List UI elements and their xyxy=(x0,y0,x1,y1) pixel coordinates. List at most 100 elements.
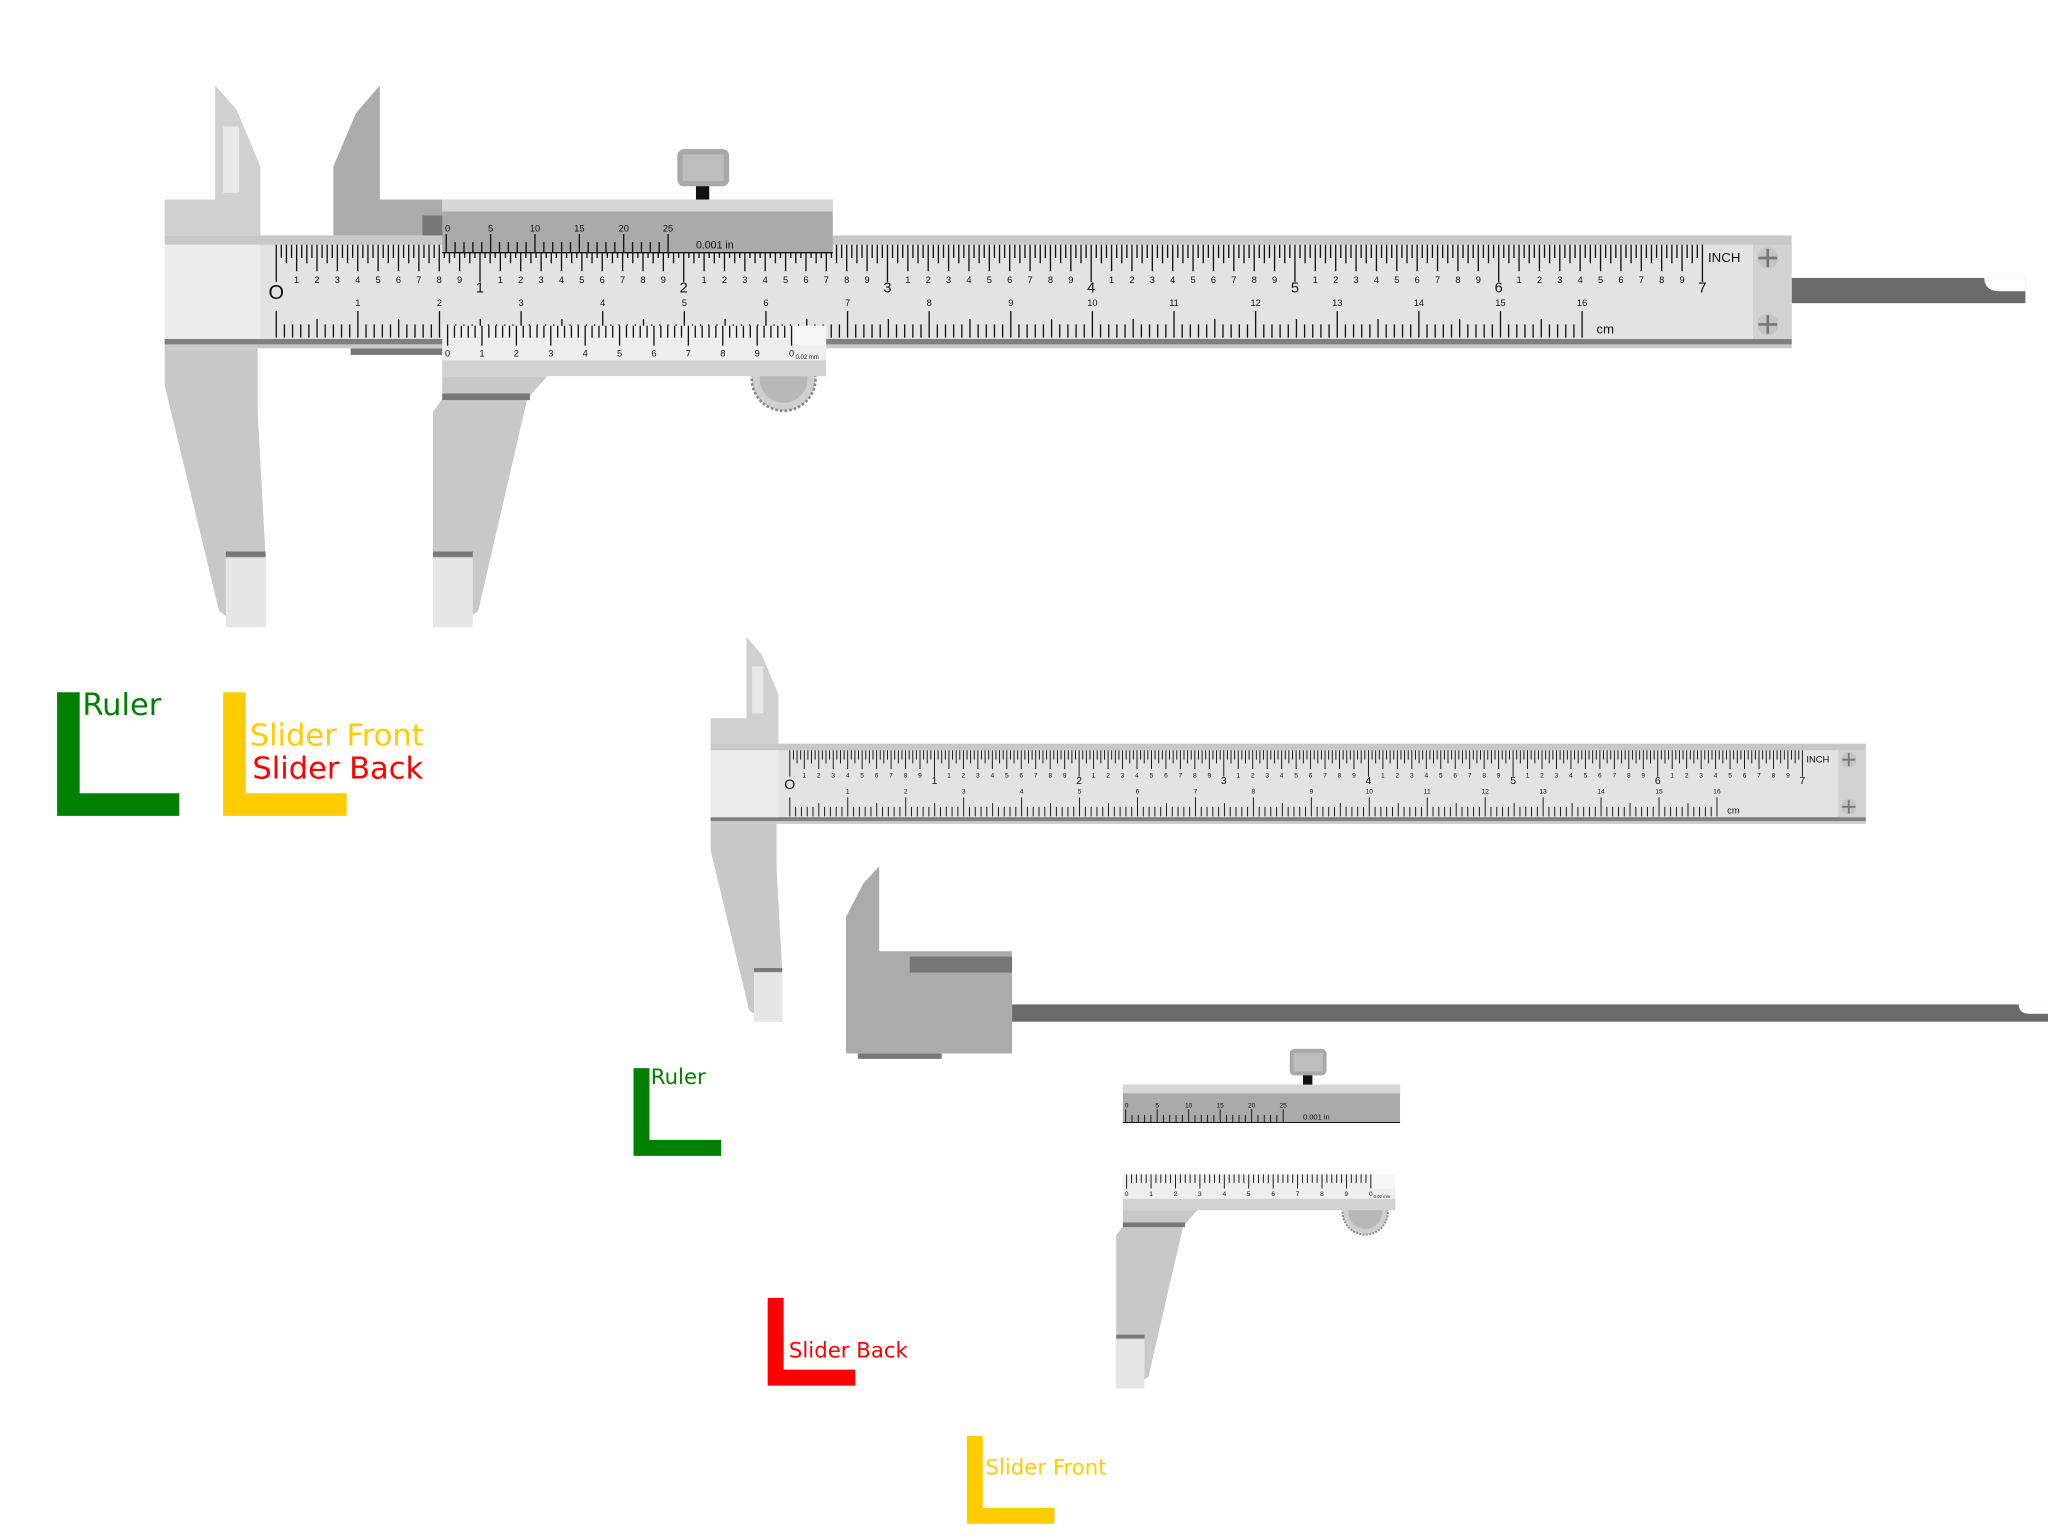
inch-tenth-label: 2 xyxy=(1106,773,1110,780)
inch-unit-label: INCH xyxy=(1708,250,1740,265)
cm-unit-label: cm xyxy=(1596,322,1614,337)
legend-slider-front-label: Slider Front xyxy=(250,718,424,753)
vernier-mm-label: 9 xyxy=(755,348,760,358)
inch-tenth-label: 6 xyxy=(1019,773,1023,780)
slider-back-bottom-strip xyxy=(350,348,444,355)
inch-tenth-label: 2 xyxy=(1129,275,1134,285)
zero-label: O xyxy=(269,282,284,304)
inch-tenth-label: 3 xyxy=(742,275,747,285)
inch-tenth-label: 6 xyxy=(1164,773,1168,780)
screw-slot xyxy=(1842,800,1856,814)
cm-label: 11 xyxy=(1169,298,1179,308)
cm-label: 7 xyxy=(1194,789,1198,796)
fixed-upper-jaw-face xyxy=(223,126,240,193)
inch-label: 1 xyxy=(932,776,938,787)
vernier-mm-label: 4 xyxy=(1222,1191,1226,1198)
cm-label: 9 xyxy=(1310,789,1314,796)
fixed-lower-jaw-line xyxy=(753,968,783,972)
cm-label: 12 xyxy=(1482,789,1490,796)
vernier-inch-label: 10 xyxy=(1185,1102,1193,1109)
vernier-mm-plate xyxy=(442,325,827,361)
inch-label: 1 xyxy=(476,281,484,297)
cm-unit-label: cm xyxy=(1727,804,1740,815)
inch-tenth-label: 7 xyxy=(416,275,421,285)
vernier-inch-label: 25 xyxy=(663,223,673,233)
inch-tenth-label: 8 xyxy=(640,275,645,285)
ruler-left-face xyxy=(710,750,779,818)
inch-tenth-label: 6 xyxy=(1743,773,1747,780)
slider-lower-jaw-line xyxy=(432,551,473,557)
inch-tenth-label: 8 xyxy=(1252,275,1257,285)
inch-tenth-label: 3 xyxy=(946,275,951,285)
inch-tenth-label: 4 xyxy=(1374,275,1379,285)
inch-tenth-label: 6 xyxy=(1415,275,1420,285)
inch-tenth-label: 7 xyxy=(1231,275,1236,285)
inch-tenth-label: 5 xyxy=(1190,275,1195,285)
inch-label: 2 xyxy=(1076,776,1082,787)
inch-tenth-label: 3 xyxy=(1555,773,1559,780)
inch-tenth-label: 9 xyxy=(1272,275,1277,285)
vernier-mm-label: 2 xyxy=(514,348,519,358)
inch-tenth-label: 7 xyxy=(824,275,829,285)
vernier-mm-label: 8 xyxy=(720,348,725,358)
inch-tenth-label: 2 xyxy=(314,275,319,285)
inch-label: 2 xyxy=(680,281,688,297)
slider-lower-jaw-line xyxy=(1116,1334,1145,1339)
inch-tenth-label: 1 xyxy=(905,275,910,285)
inch-label: 6 xyxy=(1495,281,1503,297)
fixed-upper-jaw xyxy=(164,85,261,236)
inch-tenth-label: 3 xyxy=(976,773,980,780)
inch-tenth-label: 4 xyxy=(763,275,768,285)
inch-tenth-label: 9 xyxy=(918,773,922,780)
vernier-mm-label: 1 xyxy=(479,348,484,358)
vernier-inch-unit: 0.001 in xyxy=(696,240,734,252)
vernier-mm-label: 7 xyxy=(1296,1191,1300,1198)
cm-label: 4 xyxy=(1020,789,1024,796)
inch-tenth-label: 6 xyxy=(1598,773,1602,780)
inch-tenth-label: 7 xyxy=(889,773,893,780)
inch-tenth-label: 5 xyxy=(987,275,992,285)
cm-scale xyxy=(789,797,1718,817)
inch-tenth-label: 6 xyxy=(875,773,879,780)
ruler-bottom-edge xyxy=(164,339,1792,345)
exploded-ruler-marker xyxy=(633,1068,722,1156)
cm-label: 13 xyxy=(1539,789,1547,796)
exploded-ruler-label: Ruler xyxy=(651,1065,706,1090)
knob-stem xyxy=(1302,1073,1313,1085)
inch-tenth-label: 7 xyxy=(1435,275,1440,285)
inch-tenth-label: 4 xyxy=(1569,773,1573,780)
inch-tenth-label: 1 xyxy=(1236,773,1240,780)
inch-tenth-label: 7 xyxy=(1027,275,1032,285)
vernier-mm-label: 6 xyxy=(1271,1191,1275,1198)
fixed-lower-jaw-tip xyxy=(753,972,783,1022)
cm-label: 12 xyxy=(1250,298,1260,308)
inch-tenth-label: 8 xyxy=(1482,773,1486,780)
vernier-inch-label: 20 xyxy=(619,223,629,233)
cm-label: 2 xyxy=(437,298,442,308)
inch-tenth-label: 8 xyxy=(1659,275,1664,285)
exploded-slider-front-marker xyxy=(966,1436,1055,1524)
inch-tenth-label: 5 xyxy=(1150,773,1154,780)
inch-tenth-label: 8 xyxy=(844,275,849,285)
fixed-lower-jaw xyxy=(164,348,266,628)
screw-icon xyxy=(1841,752,1857,768)
inch-label: 3 xyxy=(1221,776,1227,787)
slider-lower-jaw-tip xyxy=(1116,1339,1145,1389)
inch-tenth-label: 8 xyxy=(1193,773,1197,780)
screw-slot xyxy=(1758,315,1778,334)
vernier-inch-scale xyxy=(442,234,833,254)
inch-label: 7 xyxy=(1698,281,1706,297)
knob-knurl xyxy=(682,154,724,181)
inch-tenth-label: 7 xyxy=(1034,773,1038,780)
inch-tenth-label: 4 xyxy=(1714,773,1718,780)
inch-label: 6 xyxy=(1655,776,1661,787)
vernier-inch-label: 10 xyxy=(530,223,540,233)
inch-tenth-label: 8 xyxy=(904,773,908,780)
cm-label: 1 xyxy=(846,789,850,796)
slider-back-exploded xyxy=(846,866,2048,1059)
